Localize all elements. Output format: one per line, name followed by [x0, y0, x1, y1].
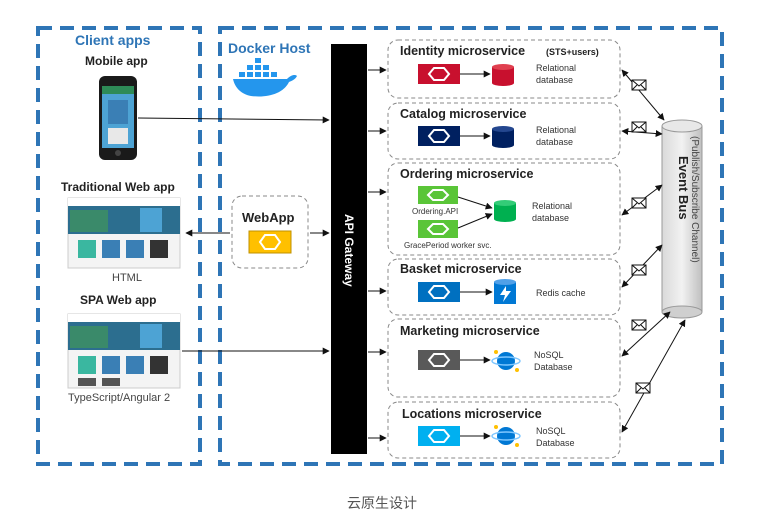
- marketing-service-title: Marketing microservice: [400, 324, 540, 338]
- marketing-db-line1: NoSQL: [534, 350, 564, 360]
- event-bus-subtitle: (Publish/Subscribe Channel): [689, 136, 700, 263]
- catalog-database-icon: [492, 126, 514, 148]
- api-gateway-bar: [331, 44, 367, 454]
- webapp-label: WebApp: [242, 210, 295, 225]
- identity-db-line2: database: [536, 75, 573, 85]
- ordering-database-icon: [494, 200, 516, 222]
- envelope-icon: [631, 319, 647, 331]
- redis-cache-icon: [494, 279, 516, 304]
- traditional-web-screenshot: [67, 197, 181, 269]
- identity-database-icon: [492, 64, 514, 86]
- spa-web-caption: TypeScript/Angular 2: [68, 392, 170, 404]
- marketing-container-icon: [418, 350, 460, 370]
- basket-service-title: Basket microservice: [400, 262, 522, 276]
- mobile-app-title: Mobile app: [85, 54, 148, 68]
- identity-service-suffix: (STS+users): [546, 47, 599, 57]
- docker-host-frame: [218, 26, 724, 466]
- traditional-web-title: Traditional Web app: [61, 180, 175, 194]
- catalog-db-line2: database: [536, 137, 573, 147]
- identity-container-icon: [418, 64, 460, 84]
- marketing-nosql-icon: [491, 350, 521, 372]
- mobile-phone-image: [99, 76, 137, 160]
- footer-caption: 云原生设计: [347, 496, 417, 512]
- locations-service-title: Locations microservice: [402, 407, 542, 421]
- docker-whale-icon: [233, 58, 297, 97]
- envelope-icon: [631, 121, 647, 133]
- catalog-service-title: Catalog microservice: [400, 107, 526, 121]
- client-apps-frame: [36, 26, 202, 466]
- client-apps-title: Client apps: [75, 32, 151, 48]
- request-arrows: [137, 66, 387, 442]
- event-bus-cylinder: [661, 119, 703, 319]
- basket-container-icon: [418, 282, 460, 302]
- webapp-container-icon: [248, 230, 292, 254]
- identity-service-title: Identity microservice: [400, 44, 525, 58]
- catalog-container-icon: [418, 126, 460, 146]
- envelope-icon: [635, 382, 651, 394]
- spa-web-title: SPA Web app: [80, 293, 156, 307]
- marketing-db-line2: Database: [534, 362, 573, 372]
- locations-db-line2: Database: [536, 438, 575, 448]
- api-gateway-label: API Gateway: [342, 214, 356, 287]
- basket-db-label: Redis cache: [536, 288, 586, 298]
- envelope-icon: [631, 79, 647, 91]
- internal-links: [457, 70, 493, 440]
- identity-db-line1: Relational: [536, 63, 576, 73]
- locations-nosql-icon: [491, 425, 521, 447]
- envelope-icon: [631, 197, 647, 209]
- ordering-api-container-icon: [418, 186, 458, 204]
- ordering-api-label: Ordering.API: [412, 207, 458, 216]
- docker-host-title: Docker Host: [228, 40, 311, 56]
- event-bus-links: [621, 69, 686, 433]
- grace-period-worker-icon: [418, 220, 458, 238]
- grace-period-label: GracePeriod worker svc.: [404, 241, 492, 250]
- ordering-db-line1: Relational: [532, 201, 572, 211]
- event-bus-title: Event Bus: [676, 156, 691, 220]
- ordering-service-title: Ordering microservice: [400, 167, 533, 181]
- ordering-db-line2: database: [532, 213, 569, 223]
- envelope-icon: [631, 264, 647, 276]
- locations-db-line1: NoSQL: [536, 426, 566, 436]
- locations-container-icon: [418, 426, 460, 446]
- catalog-db-line1: Relational: [536, 125, 576, 135]
- message-envelope-icons: [631, 79, 651, 394]
- traditional-web-caption: HTML: [112, 272, 142, 284]
- spa-web-screenshot: [67, 313, 181, 389]
